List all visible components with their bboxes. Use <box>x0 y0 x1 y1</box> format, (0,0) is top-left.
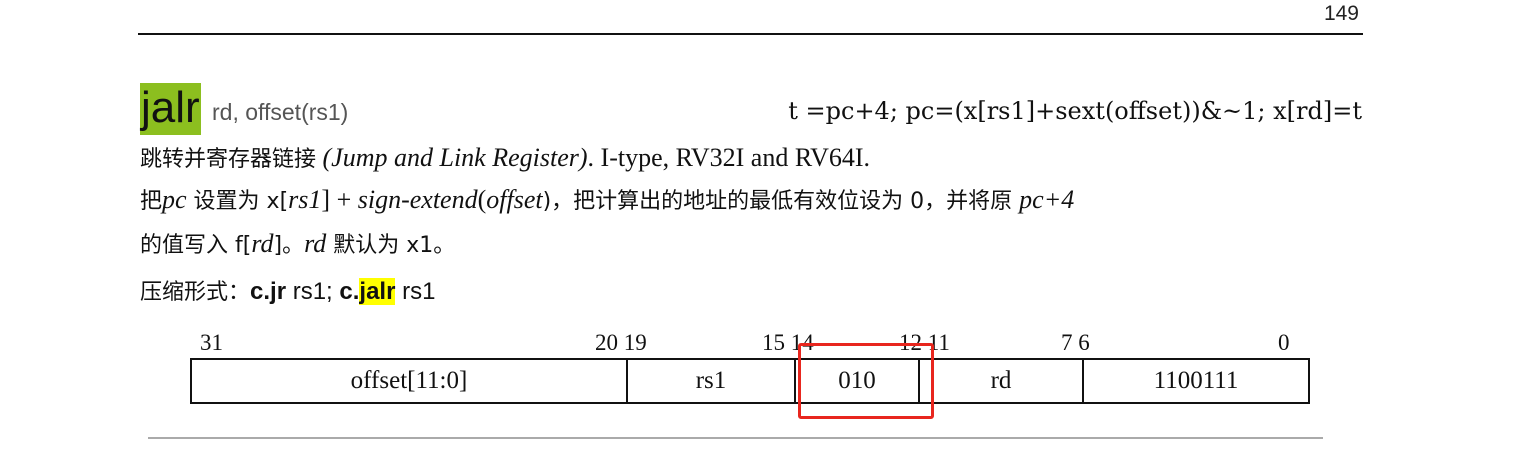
compressed-label: 压缩形式： <box>140 280 251 305</box>
desc-rs1: rs1 <box>288 185 322 214</box>
compressed-form-jr: c.jr <box>250 278 287 305</box>
bit-label-7-6: 7 6 <box>1061 330 1090 355</box>
instruction-subtitle: 跳转并寄存器链接 (Jump and Link Register). I-typ… <box>140 141 870 173</box>
field-offset: offset[11:0] <box>350 367 468 394</box>
field-divider <box>1082 360 1084 402</box>
instruction-format-info: . I-type, RV32I and RV64I. <box>587 143 871 172</box>
bit-label-15-14: 15 14 <box>762 330 814 355</box>
bit-label-31: 31 <box>200 330 223 355</box>
page-number: 149 <box>1323 2 1359 25</box>
field-divider <box>626 360 628 402</box>
bit-label-0: 0 <box>1278 330 1290 355</box>
field-funct3: 010 <box>838 367 876 394</box>
compressed-forms: 压缩形式：c.jr rs1; c.jalr rs1 <box>140 274 435 306</box>
bit-position-labels: 31 20 19 15 14 12 11 7 6 0 <box>0 330 1517 358</box>
field-rd: rd <box>990 367 1012 394</box>
instruction-chinese-name: 跳转并寄存器链接 <box>140 147 317 172</box>
footer-rule <box>148 437 1323 439</box>
instruction-english-name: (Jump and Link Register) <box>322 143 588 172</box>
compressed-form-jr-operand: rs1; <box>286 278 340 305</box>
bit-label-20-19: 20 19 <box>595 330 647 355</box>
bit-label-12-11: 12 11 <box>899 330 950 355</box>
desc-sign-extend: sign-extend <box>357 185 478 214</box>
compressed-form-jalr: jalr <box>359 278 396 305</box>
compressed-form-jalr-operand: rs1 <box>395 278 436 305</box>
instruction-mnemonic: jalr <box>140 83 201 135</box>
field-opcode: 1100111 <box>1153 367 1239 394</box>
desc-text: ( <box>477 185 487 214</box>
description-line-2: 的值写入 f[rd]。rd 默认为 x1。 <box>140 227 455 259</box>
desc-text: ]。 <box>273 233 305 258</box>
desc-offset: offset <box>486 185 543 214</box>
instruction-semantics: t =pc+4; pc=(x[rs1]+sext(offset))&~1; x[… <box>788 97 1362 125</box>
instruction-operands: rd, offset(rs1) <box>212 99 349 125</box>
desc-text: 把 <box>140 189 163 214</box>
desc-rd: rd <box>251 229 274 258</box>
desc-text: 默认为 x1。 <box>326 233 456 258</box>
desc-text: ] + <box>321 185 358 214</box>
field-rs1: rs1 <box>695 367 727 394</box>
compressed-form-jalr-prefix: c. <box>339 278 360 305</box>
desc-text: 的值写入 f[ <box>140 233 252 258</box>
desc-rd-default: rd <box>304 229 327 258</box>
field-divider <box>794 360 796 402</box>
description-line-1: 把pc 设置为 x[rs1] + sign-extend(offset)，把计算… <box>140 183 1074 215</box>
desc-pc: pc <box>162 185 187 214</box>
instruction-encoding-table: offset[11:0] rs1 010 rd 1100111 <box>190 358 1310 404</box>
header-rule <box>138 33 1363 35</box>
funct3-annotation-box <box>798 343 934 419</box>
instruction-title: jalr rd, offset(rs1) t =pc+4; pc=(x[rs1]… <box>140 83 1362 137</box>
desc-text: 设置为 x[ <box>186 189 289 214</box>
desc-text: )，把计算出的地址的最低有效位设为 0，并将原 <box>542 189 1020 214</box>
desc-pc4: pc+4 <box>1019 185 1075 214</box>
field-divider <box>918 360 920 402</box>
